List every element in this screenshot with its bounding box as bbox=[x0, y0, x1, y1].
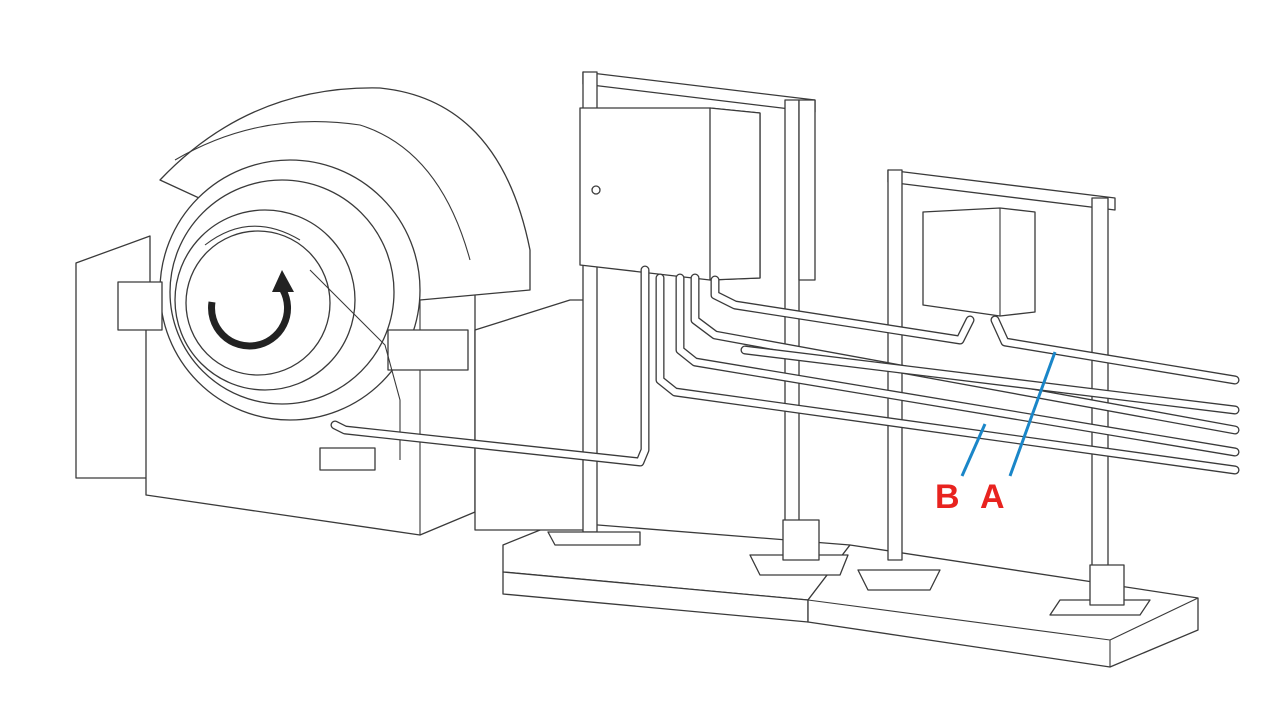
leader-line-b bbox=[960, 423, 987, 477]
frame-2 bbox=[857, 169, 1151, 616]
frame-1 bbox=[547, 71, 849, 576]
pipes bbox=[330, 265, 1240, 475]
label-b: B bbox=[935, 478, 960, 516]
label-a: A bbox=[980, 478, 1005, 516]
leader-line-a bbox=[1008, 351, 1057, 477]
motor-housing bbox=[75, 87, 586, 536]
